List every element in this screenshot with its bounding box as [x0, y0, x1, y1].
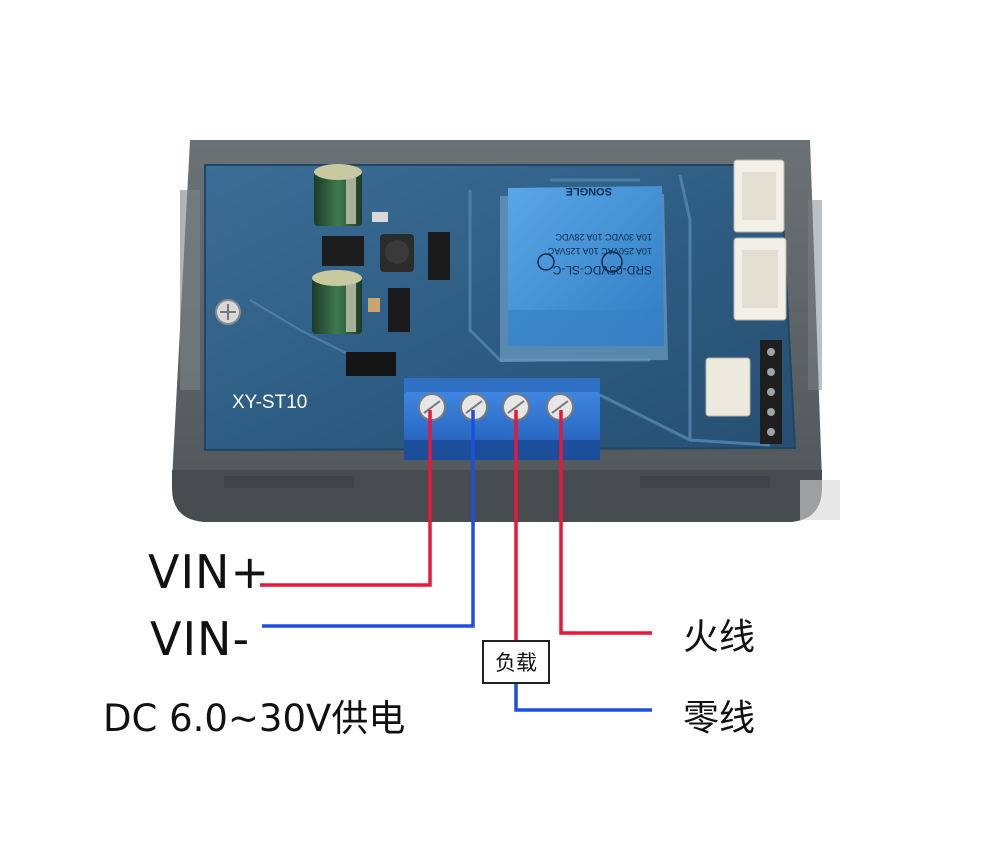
board-model-label: XY-ST10	[232, 392, 308, 413]
connector-middle	[733, 237, 787, 321]
load-box: 负载	[482, 640, 550, 684]
smd-components	[322, 188, 622, 376]
relay-rating-1: 10A 250VAC 10A 125VAC	[547, 246, 652, 256]
zero-line-label: 零线	[683, 698, 756, 739]
load-label: 负载	[495, 651, 537, 675]
dc-supply-label: DC 6.0~30V供电	[103, 697, 406, 740]
relay-brand: SONGLE	[566, 185, 612, 197]
relay-rating-2: 10A 30VDC 10A 28VDC	[555, 232, 652, 242]
capacitor-top	[314, 164, 362, 226]
wire-vin-plus	[260, 410, 432, 587]
vin-minus-label: VIN-	[150, 612, 251, 666]
relay: SRD-05VDC-SL-C 10A 250VAC 10A 125VAC 10A…	[500, 185, 668, 362]
terminal-screw-2	[460, 393, 488, 421]
terminal-block	[404, 378, 600, 460]
connector-small	[705, 340, 782, 444]
vin-plus-label: VIN+	[148, 545, 270, 599]
capacitor-bottom	[312, 270, 362, 334]
wire-load-out	[514, 684, 652, 712]
relay-model-text: SRD-05VDC-SL-C	[552, 263, 652, 277]
wire-vin-minus	[262, 410, 475, 628]
connector-top	[733, 159, 785, 233]
terminal-screw-1	[418, 393, 446, 421]
wire-fire	[559, 410, 652, 635]
mounting-screw	[215, 299, 241, 325]
fire-line-label: 火线	[683, 617, 756, 658]
